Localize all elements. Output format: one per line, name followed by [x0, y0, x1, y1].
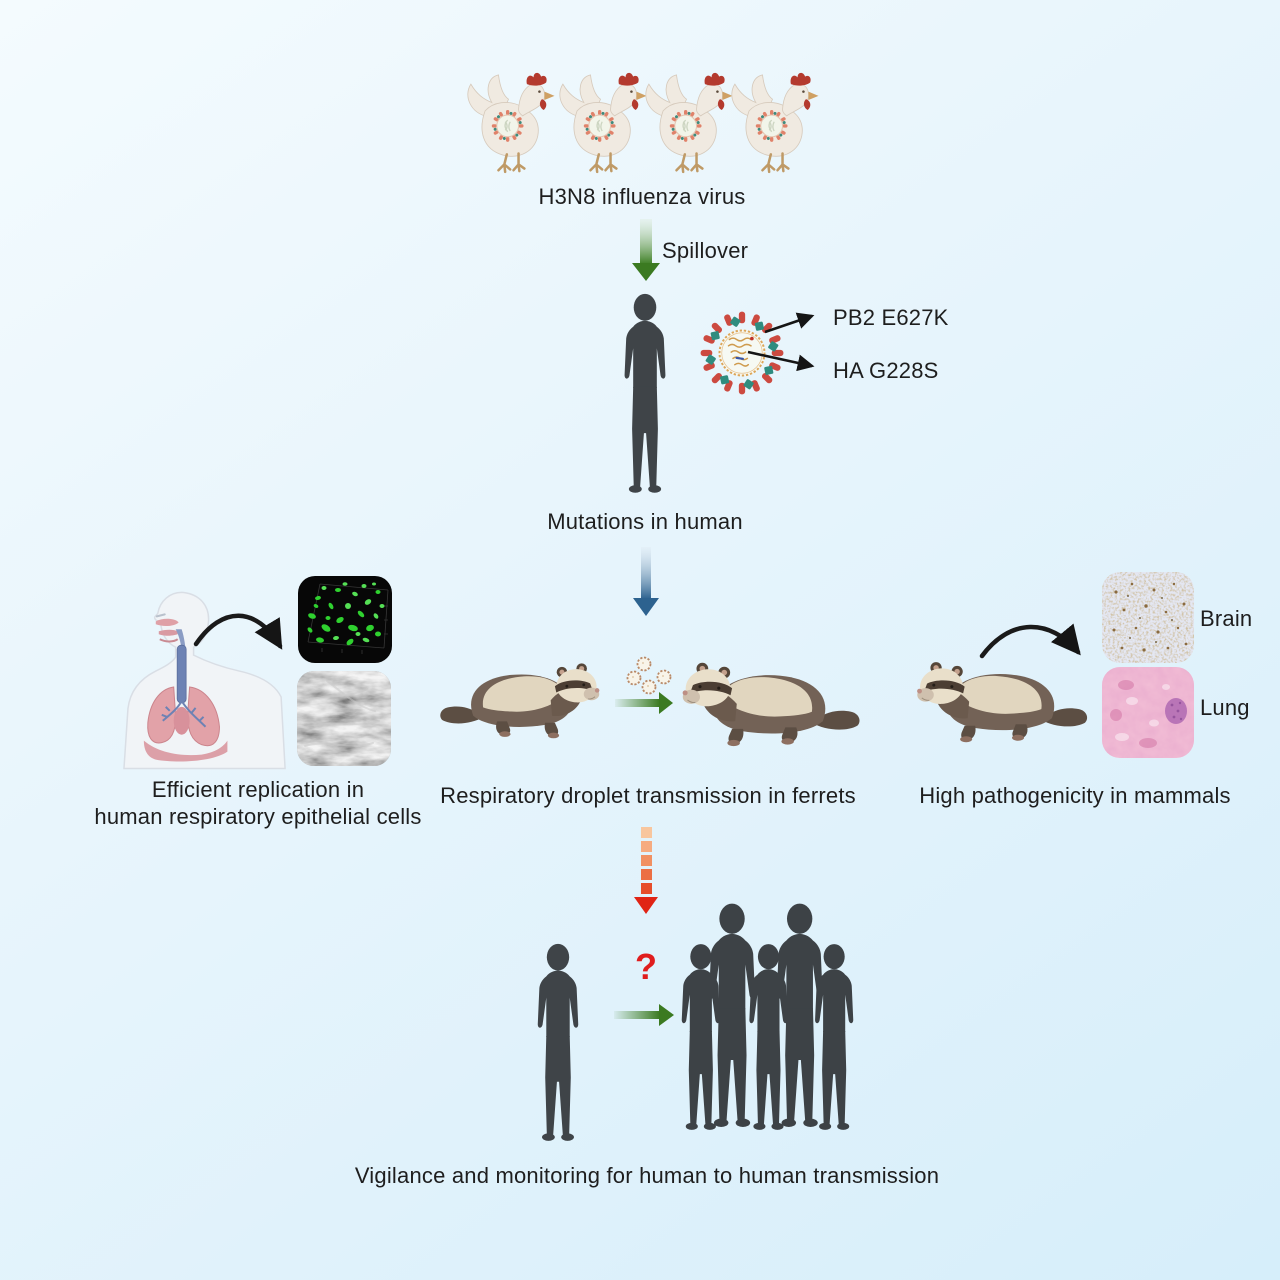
- left-panel-caption: Efficient replication in human respirato…: [78, 776, 438, 830]
- dash-segment: [640, 869, 652, 880]
- lung-histology-image: [1102, 667, 1194, 758]
- bottom-caption: Vigilance and monitoring for human to hu…: [354, 1163, 940, 1188]
- chicken-icon: [644, 71, 734, 174]
- em-micrograph: [297, 671, 391, 766]
- dash-arrowhead: [634, 897, 658, 914]
- uncertain-transmission-arrow: [634, 827, 658, 914]
- ferret-icon-pathogenicity: [916, 661, 1088, 743]
- ferret-icon-donor: [439, 662, 600, 739]
- virus-droplets-icon: [626, 656, 672, 695]
- mutations-caption: Mutations in human: [547, 509, 743, 534]
- left-caption-line2: human respiratory epithelial cells: [94, 804, 422, 829]
- h3n8-virus-label: H3N8 influenza virus: [538, 184, 746, 209]
- center-panel-caption: Respiratory droplet transmission in ferr…: [440, 783, 856, 808]
- ferret-icon-recipient: [682, 662, 860, 747]
- index-person-icon: [537, 943, 579, 1141]
- spillover-arrow: [632, 219, 660, 281]
- brain-histology-image: [1102, 572, 1194, 663]
- ha-mutation-label: HA G228S: [833, 358, 939, 383]
- dash-segment: [640, 827, 652, 838]
- human-transmission-arrow: [614, 1004, 674, 1026]
- right-panel-caption: High pathogenicity in mammals: [919, 783, 1231, 808]
- virus-particle-icon: [700, 311, 784, 395]
- fluorescence-micrograph: [298, 576, 392, 663]
- dash-segment: [640, 841, 652, 852]
- infected-person-icon: [624, 293, 666, 493]
- chicken-icon: [466, 71, 556, 174]
- chicken-icon: [730, 71, 820, 174]
- pb2-mutation-label: PB2 E627K: [833, 305, 949, 330]
- dash-segment: [640, 855, 652, 866]
- left-caption-line1: Efficient replication in: [151, 777, 365, 802]
- blue-down-arrow: [633, 547, 659, 616]
- contact-group-icon: [681, 903, 854, 1130]
- lung-label: Lung: [1200, 695, 1250, 720]
- dash-segment: [640, 883, 652, 894]
- chicken-icon: [558, 71, 648, 174]
- spillover-label: Spillover: [662, 238, 749, 263]
- question-mark: ?: [635, 946, 657, 987]
- respiratory-system-icon: [123, 591, 286, 770]
- transmission-arrow: [615, 692, 673, 714]
- brain-label: Brain: [1200, 606, 1253, 631]
